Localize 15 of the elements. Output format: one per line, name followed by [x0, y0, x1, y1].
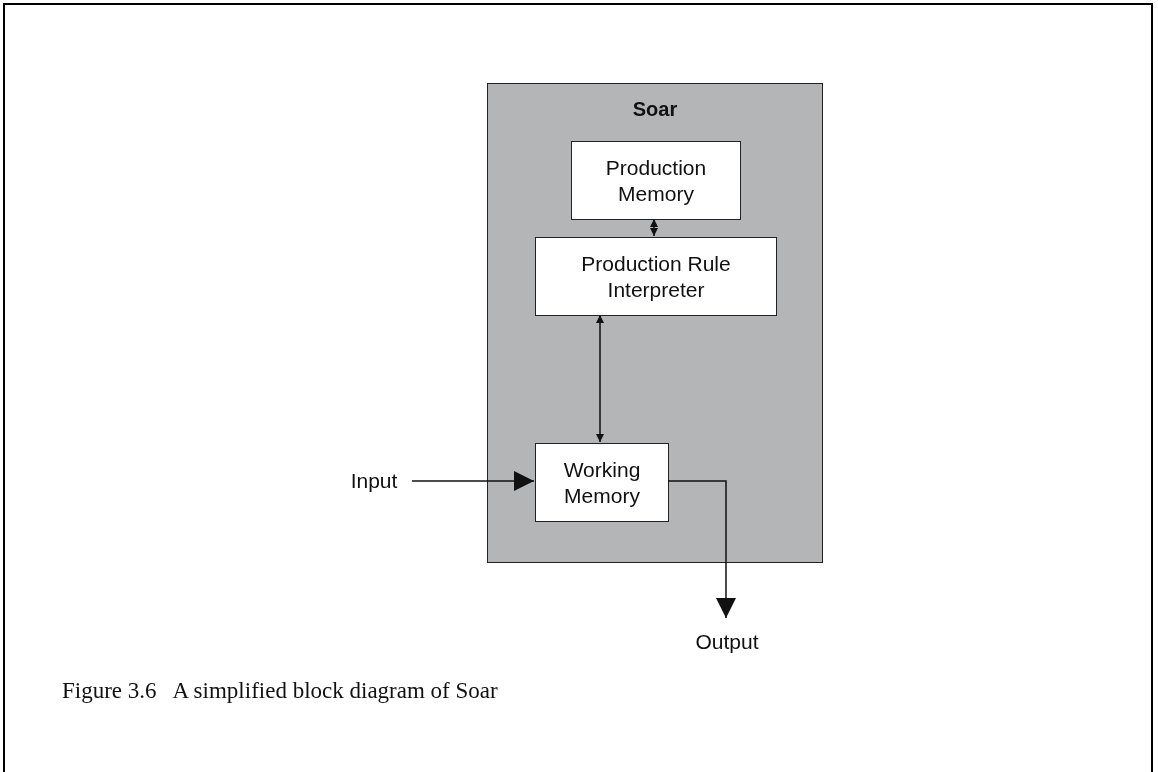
- figure-caption: Figure 3.6 A simplified block diagram of Soar: [62, 678, 498, 704]
- box-label: Working Memory: [562, 457, 642, 508]
- arrow: [411, 471, 535, 491]
- arrow: [650, 218, 658, 237]
- system-container: [487, 83, 823, 563]
- process-box: [535, 443, 669, 522]
- io-label: Output: [684, 626, 770, 658]
- process-box: [535, 237, 777, 316]
- container-title: Soar: [631, 98, 679, 121]
- box-label: Production Rule Interpreter: [580, 251, 732, 302]
- box-label: Production Memory: [604, 155, 708, 206]
- arrow: [596, 314, 604, 443]
- io-label: Input: [340, 466, 408, 496]
- process-box: [571, 141, 741, 220]
- arrow: [667, 480, 736, 619]
